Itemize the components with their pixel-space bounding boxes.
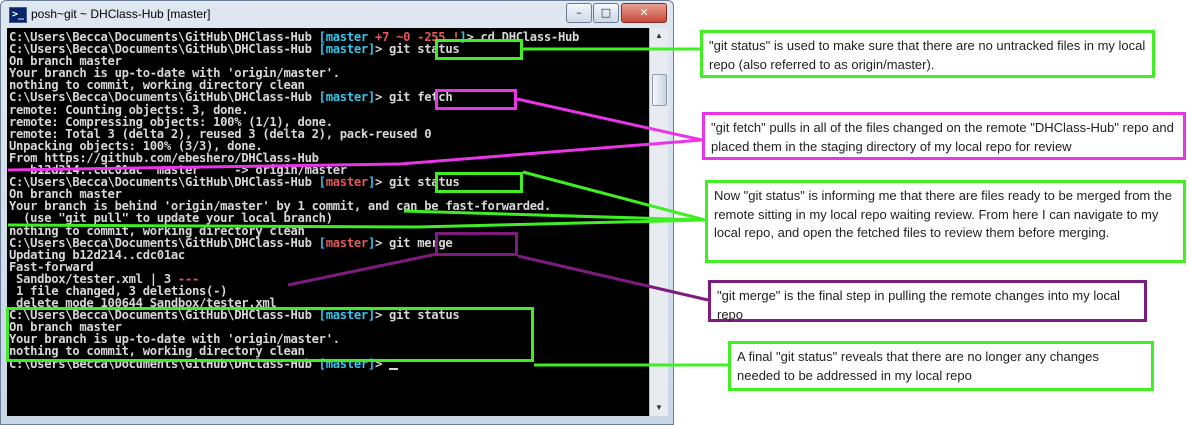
console-line: Your branch is behind 'origin/master' by… (9, 199, 579, 214)
console-line: Your branch is up-to-date with 'origin/m… (9, 66, 579, 81)
close-button[interactable]: ✕ (621, 3, 667, 23)
console-line: On branch master (9, 320, 579, 335)
console-text: [master] (318, 42, 376, 57)
highlight-git-merge (435, 232, 518, 256)
console-text: C:\Users\Becca\Documents\GitHub\DHClass-… (9, 90, 319, 105)
console-line: nothing to commit, working directory cle… (9, 78, 579, 93)
console-line: (use "git pull" to update your local bra… (9, 211, 579, 226)
console-line: delete mode 100644 Sandbox/tester.xml (9, 296, 579, 311)
console-line: remote: Total 3 (delta 2), reused 3 (del… (9, 126, 579, 141)
console-text: Fast-forward (9, 259, 94, 274)
console-text: > git status (374, 175, 460, 190)
console-line: nothing to commit, working directory cle… (9, 344, 579, 359)
console-line: On branch master (9, 187, 579, 202)
console-text: ] (367, 235, 375, 250)
powershell-icon: >_ (9, 7, 27, 23)
console-line: C:\Users\Becca\Documents\GitHub\DHClass-… (9, 90, 579, 105)
console-line: C:\Users\Becca\Documents\GitHub\DHClass-… (9, 175, 579, 190)
console-text: [master] (318, 90, 376, 105)
console-line: C:\Users\Becca\Documents\GitHub\DHClass-… (9, 308, 579, 323)
console-text: [ (318, 175, 326, 190)
console-line: On branch master (9, 54, 579, 69)
annotation-git-status-1: "git status" is used to make sure that t… (700, 30, 1155, 78)
console-line: Updating b12d214..cdc01ac (9, 247, 579, 262)
console-text: Unpacking objects: 100% (3/3), done. (9, 138, 263, 153)
console-text: On branch master (9, 187, 122, 202)
console-text: On branch master (9, 320, 122, 335)
highlight-git-status-1 (435, 39, 523, 60)
scroll-down-icon[interactable]: ▼ (655, 403, 663, 412)
console-text: Sandbox/tester.xml | 3 (9, 271, 178, 286)
cursor (389, 367, 399, 370)
console-text: Your branch is behind 'origin/master' by… (9, 199, 551, 214)
console-text: C:\Users\Becca\Documents\GitHub\DHClass-… (9, 42, 319, 57)
console-text: Updating b12d214..cdc01ac (9, 247, 185, 262)
console-text: remote: Compressing objects: 100% (1/1),… (9, 114, 333, 129)
console-text: remote: Total 3 (delta 2), reused 3 (del… (9, 126, 432, 141)
console-text: > git status (374, 42, 460, 57)
annotation-git-merge: "git merge" is the final step in pulling… (708, 280, 1147, 322)
annotation-git-fetch: "git fetch" pulls in all of the files ch… (702, 112, 1186, 160)
console-text: (use "git pull" to update your local bra… (9, 211, 333, 226)
console-line: remote: Counting objects: 3, done. (9, 102, 579, 117)
console-text: nothing to commit, working directory cle… (9, 344, 305, 359)
console-text: master (325, 235, 369, 250)
window-title: posh~git ~ DHClass-Hub [master] (31, 7, 211, 21)
console-text: C:\Users\Becca\Documents\GitHub\DHClass-… (9, 235, 319, 250)
console-text: [master] (318, 308, 376, 323)
title-bar[interactable]: >_ posh~git ~ DHClass-Hub [master] – □ ✕ (1, 1, 673, 29)
console-text: nothing to commit, working directory cle… (9, 78, 305, 93)
console-text: [master (318, 30, 369, 44)
annotation-git-status-2: Now "git status" is informing me that th… (705, 180, 1186, 263)
console-text: On branch master (9, 54, 122, 69)
scrollbar[interactable]: ▲ ▼ (649, 28, 668, 416)
highlight-final-status (6, 307, 534, 362)
console-line: 1 file changed, 3 deletions(-) (9, 283, 579, 298)
console-text: master (325, 175, 369, 190)
console-line: remote: Compressing objects: 100% (1/1),… (9, 114, 579, 129)
console-line: C:\Users\Becca\Documents\GitHub\DHClass-… (9, 42, 579, 57)
highlight-git-status-2 (435, 172, 523, 193)
console-line: C:\Users\Becca\Documents\GitHub\DHClass-… (9, 235, 579, 250)
console-text: > (374, 356, 390, 371)
highlight-git-fetch (435, 89, 517, 110)
maximize-button[interactable]: □ (593, 3, 619, 23)
console-text: C:\Users\Becca\Documents\GitHub\DHClass-… (9, 308, 319, 323)
console-line: From https://github.com/ebeshero/DHClass… (9, 150, 579, 165)
scroll-up-icon[interactable]: ▲ (655, 31, 663, 40)
console-line: Fast-forward (9, 259, 579, 274)
console-line: Sandbox/tester.xml | 3 --- (9, 271, 579, 286)
console-text: > git merge (374, 235, 453, 250)
console-text: Your branch is up-to-date with 'origin/m… (9, 332, 340, 347)
console-line: Your branch is up-to-date with 'origin/m… (9, 332, 579, 347)
console-text: > git fetch (374, 90, 453, 105)
console-text: [ (318, 235, 326, 250)
console-text: C:\Users\Becca\Documents\GitHub\DHClass-… (9, 30, 319, 44)
console-text: delete mode 100644 Sandbox/tester.xml (9, 296, 277, 311)
console-text: 1 file changed, 3 deletions(-) (9, 283, 228, 298)
console-line: Unpacking objects: 100% (3/3), done. (9, 138, 579, 153)
minimize-button[interactable]: – (566, 3, 592, 23)
console-text: From https://github.com/ebeshero/DHClass… (9, 150, 319, 165)
console-text: ] (459, 30, 467, 44)
console-text: > git status (374, 308, 460, 323)
console-text: C:\Users\Becca\Documents\GitHub\DHClass-… (9, 175, 319, 190)
annotation-final-status: A final "git status" reveals that there … (728, 341, 1154, 391)
console-text: --- (177, 271, 200, 286)
console-text: ] (367, 175, 375, 190)
console-text: remote: Counting objects: 3, done. (9, 102, 249, 117)
scrollbar-thumb[interactable] (652, 74, 667, 106)
console-text: Your branch is up-to-date with 'origin/m… (9, 66, 340, 81)
